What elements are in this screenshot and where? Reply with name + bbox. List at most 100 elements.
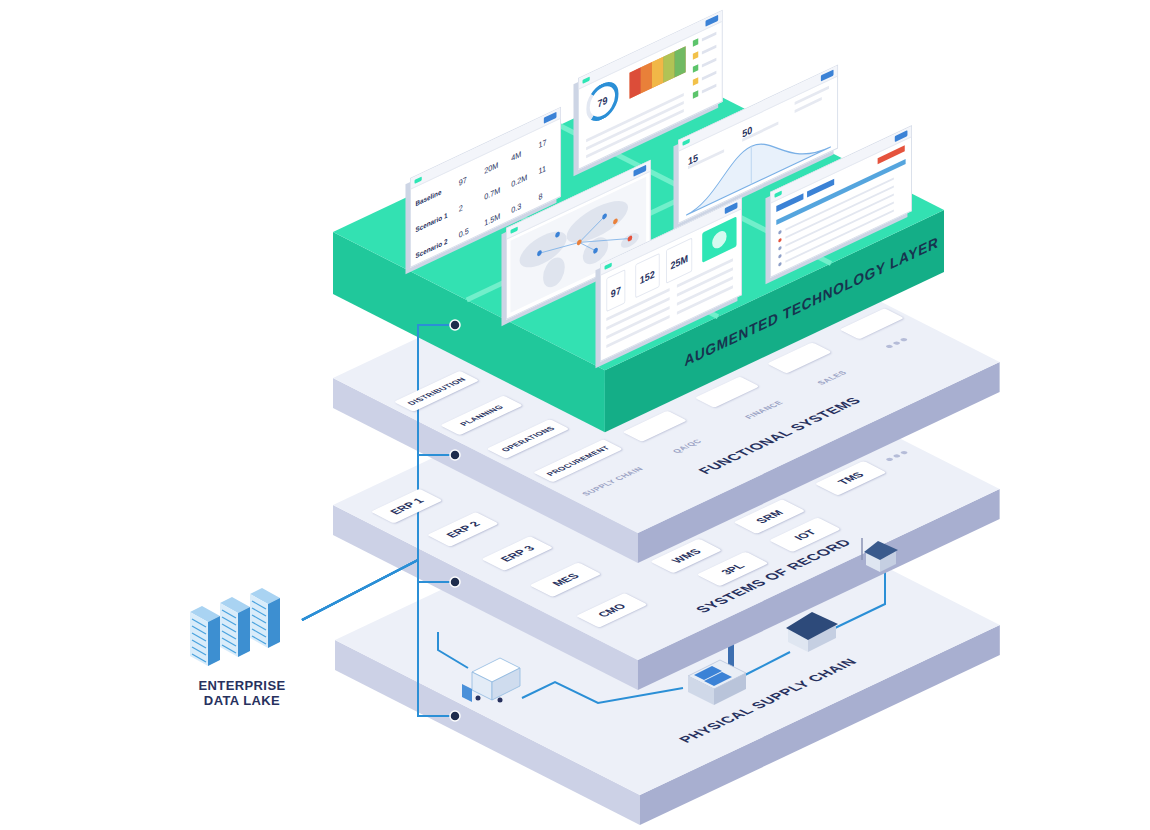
dash-button — [634, 165, 647, 177]
server-front — [190, 612, 208, 666]
column-label-text: QA/QC — [671, 438, 705, 454]
truck — [472, 672, 492, 700]
system-box: TMS — [815, 461, 887, 496]
layer-title: FUNCTIONAL SYSTEMS — [695, 395, 865, 476]
server-slot — [252, 601, 266, 609]
empty-slot — [839, 308, 904, 339]
chart-mark — [693, 64, 698, 73]
box-label: DISTRIBUTION — [405, 376, 468, 406]
chart-mark — [702, 217, 736, 263]
function-box: OPERATIONS — [486, 419, 569, 459]
server-front — [220, 603, 238, 657]
chart-mark — [751, 146, 752, 184]
row-label: Scenario 2 — [415, 237, 447, 259]
server-icon — [182, 588, 302, 670]
dash-button — [544, 112, 557, 124]
chart-mark — [577, 239, 582, 246]
dash-logo — [683, 138, 690, 145]
server-slot — [222, 610, 236, 618]
lake-title: ENTERPRISE DATA LAKE — [182, 678, 302, 708]
kpi-card: 152 — [635, 253, 659, 298]
chart-mark — [677, 285, 733, 314]
box-label: ERP 1 — [387, 497, 426, 516]
node-title: ENTERPRISE DATA LAKE — [194, 678, 290, 708]
chart-mark — [693, 51, 698, 60]
chart-mark — [606, 315, 669, 348]
data-connector — [302, 560, 450, 716]
column-label: SUPPLY CHAIN — [574, 463, 647, 498]
server-slot — [192, 626, 206, 634]
table-cell: 0.2M — [511, 161, 536, 191]
box-label: PROCUREMENT — [544, 445, 612, 477]
kpi-value: 15 — [688, 152, 698, 168]
kpi-value: 79 — [597, 94, 607, 110]
chart-mark — [586, 109, 684, 158]
more-dots — [885, 457, 894, 461]
chart-mark — [693, 90, 698, 99]
chart-mark — [785, 209, 894, 262]
system-box: ERP 2 — [427, 512, 499, 547]
kpi-value: 20M — [484, 160, 498, 176]
box-label: WMS — [669, 547, 704, 564]
box-label: ERP 3 — [498, 544, 537, 563]
chart-mark — [555, 231, 560, 238]
more-dots — [892, 454, 901, 458]
function-box: PLANNING — [440, 395, 523, 435]
chart-mark — [778, 246, 781, 251]
truck-wheel — [476, 696, 481, 701]
kpi-value: 11 — [538, 164, 546, 177]
dash-logo — [775, 190, 782, 197]
chart-mark — [785, 185, 894, 238]
box-label: ERP 2 — [443, 520, 482, 539]
kpi-cell: 50 — [742, 119, 752, 142]
solar-panel — [704, 672, 732, 686]
box-label: OPERATIONS — [499, 425, 557, 453]
column-label: QA/QC — [664, 435, 706, 455]
chart-mark — [613, 218, 618, 225]
table-cell: 11 — [538, 151, 558, 178]
server-slot — [192, 640, 206, 648]
kpi-cell: 15 — [688, 147, 698, 170]
server-slot — [222, 638, 236, 646]
dash-logo — [415, 176, 422, 183]
kpi-value: 25M — [671, 252, 689, 271]
table-cell: 8 — [538, 177, 558, 204]
layer-name: FUNCTIONAL SYSTEMS — [694, 395, 866, 477]
chart-mark — [785, 177, 894, 230]
chart-mark — [702, 32, 716, 42]
supply-route — [745, 652, 790, 675]
kpi-value: 4M — [511, 149, 521, 163]
empty-slot — [695, 376, 760, 407]
dash-logo — [605, 262, 612, 269]
data-connector — [302, 560, 450, 620]
chart-mark — [593, 247, 598, 254]
chart-mark — [602, 213, 607, 220]
chart-mark — [674, 46, 685, 77]
dash-button — [725, 202, 738, 214]
server-front — [250, 594, 268, 648]
chart-mark — [702, 45, 716, 55]
chart-mark — [742, 122, 778, 142]
table-cell: 0.5 — [459, 213, 483, 242]
column-label: SALES — [809, 367, 851, 387]
server-slot — [252, 615, 266, 623]
layer-plane: PHYSICAL SUPPLY CHAIN — [335, 470, 1000, 795]
dash-button — [706, 15, 719, 27]
table-cell: 0.7M — [484, 174, 509, 204]
server-slot — [222, 631, 236, 639]
chart-mark — [641, 62, 652, 93]
more-dots — [885, 344, 894, 348]
column-label-text: SALES — [815, 370, 849, 386]
chart-mark — [586, 101, 684, 150]
server-slot — [252, 636, 266, 644]
kpi-value: 0.5 — [459, 226, 469, 240]
table-cell: 17 — [538, 125, 558, 152]
chart-mark — [630, 67, 641, 98]
server-slot — [192, 654, 206, 662]
column-label-text: FINANCE — [743, 400, 786, 420]
system-box: MES — [529, 562, 601, 597]
system-box: CMO — [576, 593, 648, 628]
data-connector — [302, 455, 450, 620]
chart-mark — [778, 254, 781, 259]
